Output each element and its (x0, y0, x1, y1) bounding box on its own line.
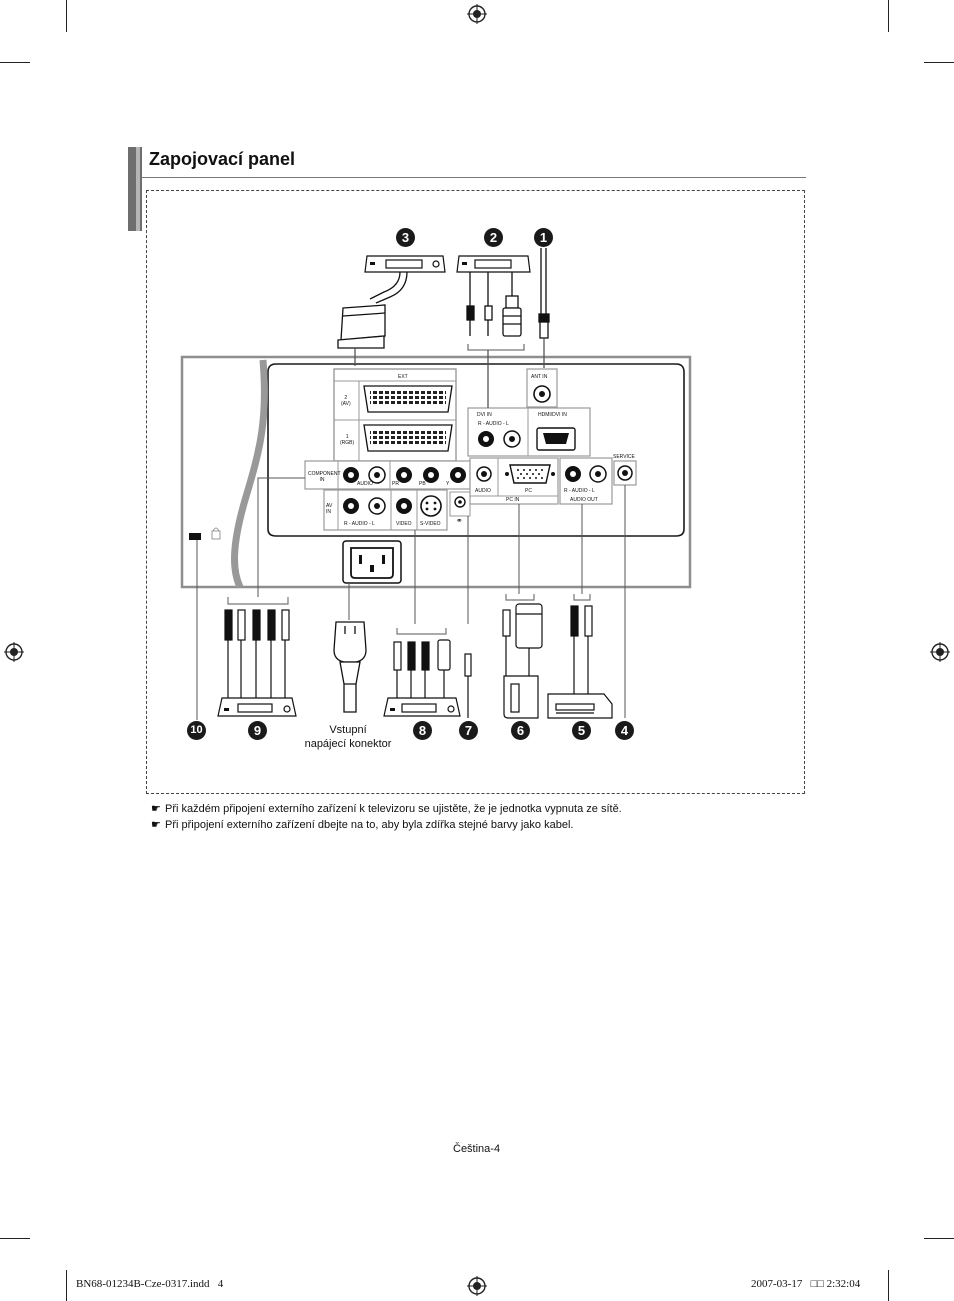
callout-8: 8 (413, 721, 432, 740)
crop-mark (888, 0, 889, 32)
antenna-cable (538, 248, 550, 368)
section-bar-highlight (136, 147, 140, 231)
audio-out-label: AUDIO OUT (570, 497, 598, 503)
note-text: Při připojení externího zařízení dbejte … (165, 819, 574, 831)
pc-audio-label: AUDIO (475, 488, 491, 494)
callout-6: 6 (511, 721, 530, 740)
pointing-hand-icon: ☛ (151, 803, 161, 815)
av-audio-label: R - AUDIO - L (344, 521, 375, 527)
pc-in-label: PC IN (506, 497, 520, 503)
callout-3: 3 (396, 228, 415, 247)
s-video-label: S-VIDEO (420, 521, 441, 527)
callout-4: 4 (615, 721, 634, 740)
note-item: ☛ Při připojení externího zařízení dbejte… (151, 818, 573, 831)
component-y-label: Y (446, 481, 450, 487)
registration-mark-icon (467, 4, 487, 24)
scart-1-label: 1 (RGB) (340, 434, 355, 446)
callout-10: 10 (187, 721, 206, 740)
dvi-audio-label: R - AUDIO - L (478, 421, 509, 427)
dvi-in-label: DVI IN (477, 412, 492, 418)
dvi-hdmi-block (467, 407, 591, 457)
callout-2: 2 (484, 228, 503, 247)
av-in-label: AV IN (326, 503, 333, 515)
slug-date: 2007-03-17 □□ 2:32:04 (751, 1278, 861, 1290)
pc-cables (502, 594, 543, 719)
av-in-block (323, 489, 471, 531)
headphone-icon: ⚭ (456, 516, 463, 525)
crop-mark (924, 62, 954, 63)
registration-mark-icon (930, 642, 950, 662)
kensington-lock (189, 527, 221, 540)
device-2-dvd (456, 255, 531, 273)
audio-out-block (559, 457, 613, 505)
hdmi-audio-cables (466, 272, 525, 408)
page-number: Čeština-4 (453, 1143, 501, 1155)
pc-in-block (469, 457, 559, 505)
scart-cable (337, 271, 408, 366)
device-3-vcr (364, 255, 446, 273)
hdmi-dvi-in-label: HDMI/DVI IN (538, 412, 567, 418)
pc-label: PC (525, 488, 532, 494)
ext-label: EXT (398, 374, 408, 380)
section-title: Zapojovací panel (149, 149, 296, 169)
component-audio-label: AUDIO (357, 481, 373, 487)
callout-1: 1 (534, 228, 553, 247)
callout-7: 7 (459, 721, 478, 740)
component-in-block (304, 460, 471, 490)
component-pb-label: PB (419, 481, 426, 487)
ant-in-port (526, 368, 558, 408)
note-item: ☛ Při každém připojení externího zařízení… (151, 802, 622, 815)
headphone-cable (464, 653, 472, 718)
video-label: VIDEO (396, 521, 412, 527)
crop-mark (0, 62, 30, 63)
component-pr-label: PR (392, 481, 399, 487)
audio-out-rl-label: R - AUDIO - L (564, 488, 595, 494)
power-socket (342, 540, 402, 584)
callout-5: 5 (572, 721, 591, 740)
scart-2-label: 2 (AV) (341, 395, 351, 407)
service-port (613, 460, 637, 486)
crop-mark (66, 0, 67, 32)
audio-out-cables (547, 594, 613, 719)
leader-lines (196, 477, 626, 720)
registration-mark-icon (4, 642, 24, 662)
diagram-frame (146, 190, 805, 794)
service-label: SERVICE (613, 454, 635, 460)
av-cables (383, 628, 461, 717)
component-in-label: COMPONENT IN (308, 471, 341, 483)
crop-mark (66, 1270, 67, 1301)
crop-mark (888, 1270, 889, 1301)
pointing-hand-icon: ☛ (151, 819, 161, 831)
ext-scart-block (333, 368, 457, 462)
power-caption: Vstupní napájecí konektor (304, 724, 392, 750)
crop-mark (924, 1238, 954, 1239)
registration-mark-icon (467, 1276, 487, 1296)
component-cables (217, 597, 297, 717)
crop-mark (0, 1238, 30, 1239)
section-rule (142, 177, 806, 178)
note-text: Při každém připojení externího zařízení … (165, 803, 622, 815)
slug-file: BN68-01234B-Cze-0317.indd 4 (76, 1278, 224, 1290)
callout-9: 9 (248, 721, 267, 740)
power-cable (333, 621, 367, 713)
ant-in-label: ANT IN (531, 374, 548, 380)
